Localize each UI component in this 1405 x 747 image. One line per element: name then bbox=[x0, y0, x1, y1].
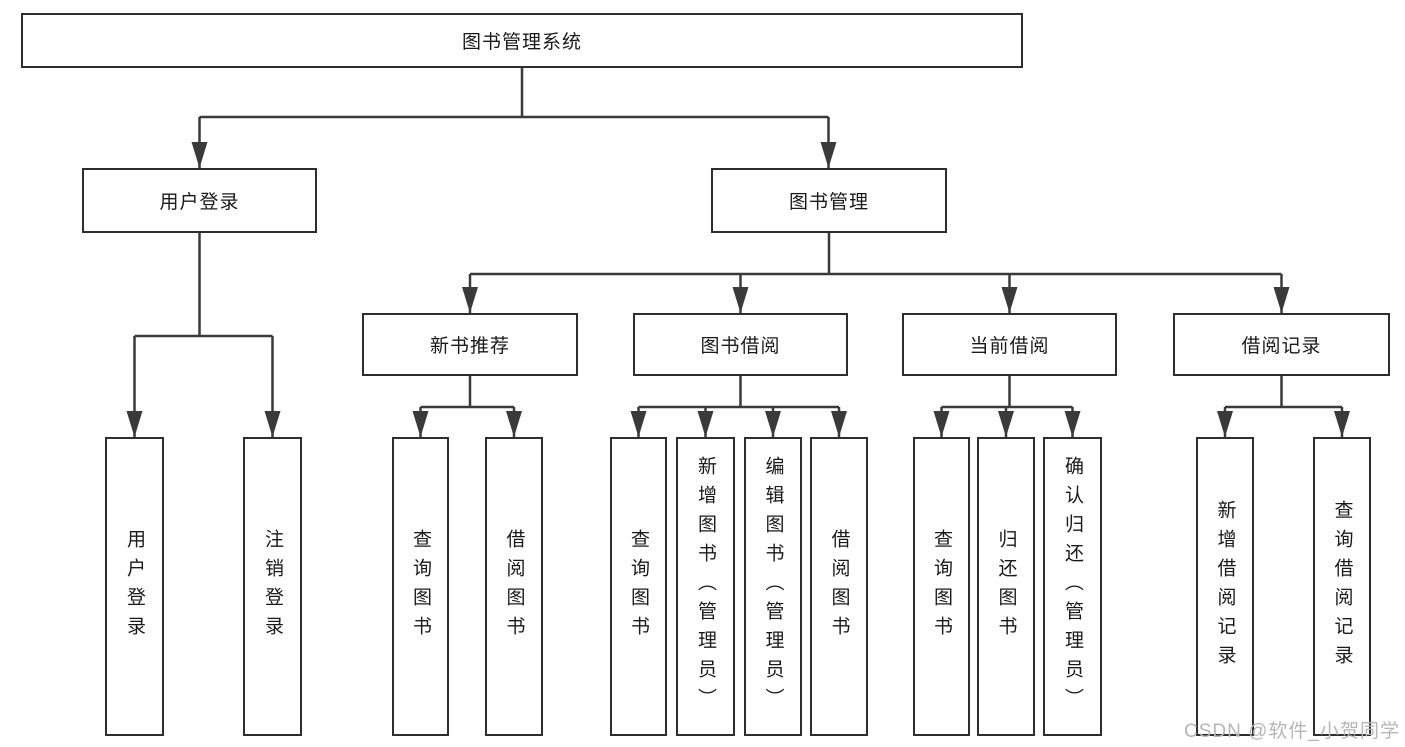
node-label: 新书推荐 bbox=[429, 336, 510, 357]
node-library-management-system: 图书管理系统 bbox=[21, 13, 1023, 68]
node-new-book-recommendation: 新书推荐 bbox=[362, 313, 578, 376]
leaf-confirm-return-admin: 确认归还（管理员） bbox=[1043, 437, 1102, 736]
node-label: 用户登录 bbox=[124, 528, 145, 645]
node-label: 用户登录 bbox=[159, 192, 240, 213]
leaf-borrow-books-2: 借阅图书 bbox=[810, 437, 868, 736]
node-label: 借阅图书 bbox=[503, 528, 525, 645]
node-label: 确认归还（管理员） bbox=[1062, 456, 1083, 717]
leaf-logout: 注销登录 bbox=[243, 437, 302, 736]
leaf-borrow-books-1: 借阅图书 bbox=[485, 437, 543, 736]
node-label: 借阅图书 bbox=[828, 528, 850, 645]
node-label: 编辑图书（管理员） bbox=[762, 456, 784, 717]
node-label: 新增借阅记录 bbox=[1214, 499, 1236, 674]
leaf-query-books-3: 查询图书 bbox=[913, 437, 970, 736]
csdn-watermark: CSDN @软件_小贺同学 bbox=[1184, 721, 1400, 742]
node-book-management: 图书管理 bbox=[711, 168, 947, 233]
node-current-borrowing: 当前借阅 bbox=[902, 313, 1117, 376]
connector-path bbox=[133, 68, 1344, 437]
node-user-login: 用户登录 bbox=[82, 168, 317, 233]
leaf-add-borrow-record: 新增借阅记录 bbox=[1196, 437, 1254, 736]
node-book-borrowing: 图书借阅 bbox=[633, 313, 848, 376]
node-label: 图书借阅 bbox=[700, 336, 781, 357]
node-label: 查询借阅记录 bbox=[1331, 499, 1353, 674]
node-label: 查询图书 bbox=[931, 528, 952, 645]
node-label: 注销登录 bbox=[262, 528, 283, 645]
node-label: 新增图书（管理员） bbox=[695, 456, 716, 717]
node-label: 查询图书 bbox=[410, 528, 431, 645]
node-borrowing-records: 借阅记录 bbox=[1173, 313, 1390, 376]
leaf-add-books-admin: 新增图书（管理员） bbox=[676, 437, 735, 736]
leaf-return-books: 归还图书 bbox=[977, 437, 1035, 736]
node-label: 归还图书 bbox=[995, 528, 1017, 645]
leaf-query-books-2: 查询图书 bbox=[610, 437, 667, 736]
arrowheads bbox=[126, 142, 1350, 437]
leaf-user-login: 用户登录 bbox=[105, 437, 164, 736]
node-label: 图书管理系统 bbox=[461, 32, 582, 53]
node-label: 图书管理 bbox=[788, 192, 869, 213]
leaf-query-books-1: 查询图书 bbox=[392, 437, 449, 736]
node-label: 查询图书 bbox=[628, 528, 649, 645]
leaf-edit-books-admin: 编辑图书（管理员） bbox=[744, 437, 802, 736]
node-label: 借阅记录 bbox=[1241, 336, 1322, 357]
node-label: 当前借阅 bbox=[969, 336, 1050, 357]
leaf-query-borrow-record: 查询借阅记录 bbox=[1313, 437, 1371, 736]
